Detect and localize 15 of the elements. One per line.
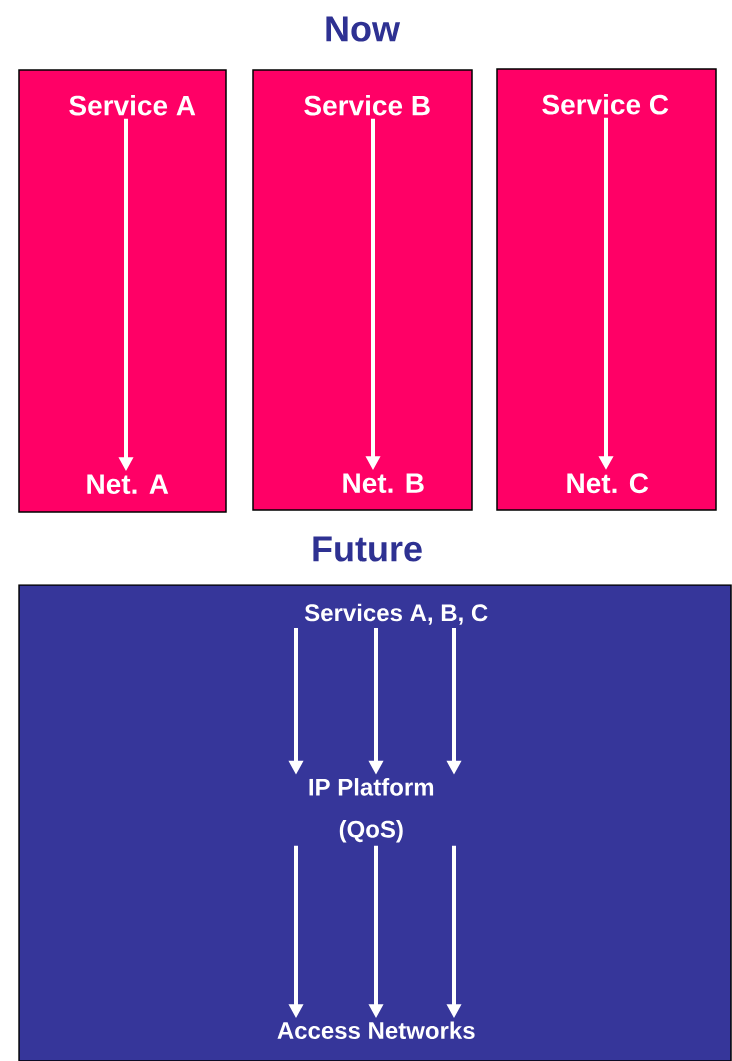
node-label: Access Networks	[277, 1021, 475, 1040]
panel	[18, 584, 732, 1061]
node-label: Service A	[69, 94, 196, 116]
node-label: Net. B	[343, 473, 424, 493]
service-box	[252, 69, 473, 511]
heading: Now	[326, 16, 401, 42]
node-label: Service C	[542, 93, 669, 115]
node-label: Net. C	[567, 473, 649, 494]
service-box	[496, 68, 717, 511]
node-label: Service B	[304, 94, 430, 116]
heading: Future	[313, 536, 422, 562]
node-label: IP Platform (QoS)	[309, 778, 434, 843]
node-label: Services A, B, C	[304, 603, 488, 625]
node-label: Net. A	[87, 474, 169, 494]
service-box	[18, 69, 227, 513]
